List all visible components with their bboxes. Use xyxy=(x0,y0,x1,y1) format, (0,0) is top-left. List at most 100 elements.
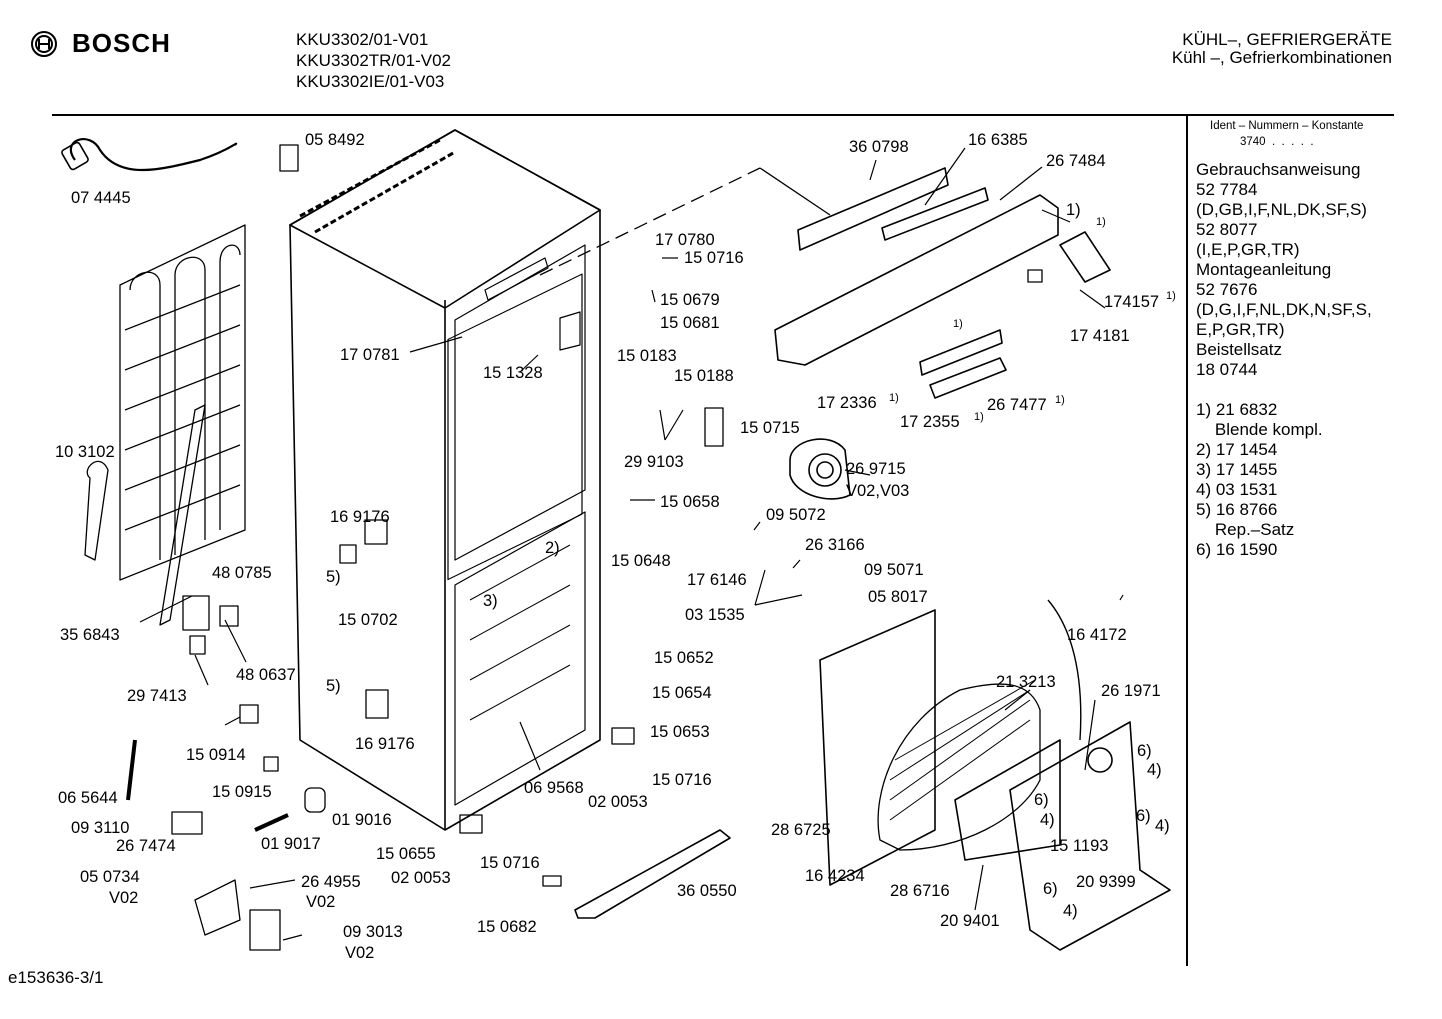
cabinet-drawing xyxy=(289,129,601,831)
side-info-line: (D,G,I,F,NL,DK,N,SF,S, xyxy=(1196,300,1372,319)
model-number-3: KKU3302IE/01-V03 xyxy=(296,72,445,91)
model-number-2: KKU3302TR/01-V02 xyxy=(296,51,451,70)
power-cord-drawing xyxy=(69,138,238,171)
part-label: 1) xyxy=(974,411,984,423)
side-info-line: Gebrauchsanweisung xyxy=(1196,160,1361,179)
part-label: 35 6843 xyxy=(60,626,120,644)
part-label: 6) xyxy=(1043,880,1058,898)
part-label: 1) xyxy=(1096,216,1106,228)
part-label: 15 1193 xyxy=(1050,837,1108,855)
part-label: 20 9401 xyxy=(940,912,1000,930)
part-label: 15 0658 xyxy=(660,493,720,511)
part-label: 16 6385 xyxy=(968,131,1028,149)
part-label: 4) xyxy=(1040,811,1055,829)
part-label: 2) xyxy=(545,539,560,557)
part-label: 1) xyxy=(953,318,963,330)
side-info-line: Beistellsatz xyxy=(1196,340,1282,359)
part-label: 36 0550 xyxy=(677,882,737,900)
part-label: 28 6716 xyxy=(890,882,950,900)
part-label: 17 2336 xyxy=(817,394,877,412)
part-label: 20 9399 xyxy=(1076,873,1136,891)
part-label: 05 8017 xyxy=(868,588,928,606)
part-label: 15 0715 xyxy=(740,419,800,437)
part-label: 48 0637 xyxy=(236,666,296,684)
part-label: 15 0914 xyxy=(186,746,246,764)
part-label: 48 0785 xyxy=(212,564,272,582)
part-label: 02 0053 xyxy=(588,793,648,811)
part-label: 3) xyxy=(483,592,498,610)
side-info-line: 52 7784 xyxy=(1196,180,1258,199)
small-parts-drawing xyxy=(84,144,1043,951)
part-label: 05 0734 xyxy=(80,868,140,886)
part-label: 15 0652 xyxy=(654,649,714,667)
part-label: 5) xyxy=(326,677,341,695)
footnote: 6) 16 1590 xyxy=(1196,540,1278,559)
part-label: 17 0781 xyxy=(340,346,400,364)
side-info-line: E,P,GR,TR) xyxy=(1196,320,1285,339)
part-label: V02 xyxy=(306,893,335,911)
part-label: 26 7474 xyxy=(116,837,176,855)
footnote: Blende kompl. xyxy=(1196,420,1323,439)
side-info-line: 18 0744 xyxy=(1196,360,1258,379)
part-label: 4) xyxy=(1147,761,1162,779)
footnote: 1) 21 6832 xyxy=(1196,400,1278,419)
part-label: 15 0915 xyxy=(212,783,272,801)
drawing-code: e153636-3/1 xyxy=(8,968,104,987)
bosch-logo-icon xyxy=(31,30,57,57)
part-label: 09 3110 xyxy=(71,819,129,837)
part-label: 03 1535 xyxy=(685,606,745,624)
part-label: 06 9568 xyxy=(524,779,584,797)
part-label: 15 0653 xyxy=(650,723,710,741)
part-label: 15 0654 xyxy=(652,684,712,702)
part-label: 02 0053 xyxy=(391,869,451,887)
control-panel-drawing xyxy=(539,167,1111,399)
part-label: 21 3213 xyxy=(996,673,1056,691)
part-label: 17 6146 xyxy=(687,571,747,589)
part-label: 01 9016 xyxy=(332,811,392,829)
part-label: 28 6725 xyxy=(771,821,831,839)
part-label: 09 5072 xyxy=(766,506,826,524)
part-label: 29 7413 xyxy=(127,687,187,705)
part-label: 26 9715 xyxy=(846,460,906,478)
part-label: 16 4172 xyxy=(1067,626,1127,644)
part-label: 15 0716 xyxy=(684,249,744,267)
condenser-coil-drawing xyxy=(119,224,246,626)
part-label: 4) xyxy=(1155,817,1170,835)
part-label: 15 0681 xyxy=(660,314,720,332)
leader-lines xyxy=(139,147,1124,941)
part-label: 6) xyxy=(1136,807,1151,825)
part-label: 09 5071 xyxy=(864,561,924,579)
part-label: 174157 xyxy=(1104,293,1159,311)
footnote: 2) 17 1454 xyxy=(1196,440,1278,459)
part-label: V02,V03 xyxy=(846,482,909,500)
footnote: 5) 16 8766 xyxy=(1196,500,1278,519)
side-info-line: Montageanleitung xyxy=(1196,260,1332,279)
category-subtitle: Kühl –, Gefrierkombinationen xyxy=(1171,48,1392,67)
part-label: 1) xyxy=(1055,394,1065,406)
part-labels: 05 8492 07 4445 36 0798 16 6385 26 7484 … xyxy=(55,131,1176,962)
side-info-line: 52 8077 xyxy=(1196,220,1258,239)
part-label: 6) xyxy=(1137,742,1152,760)
part-label: 26 7477 xyxy=(987,396,1047,414)
footnote: 4) 03 1531 xyxy=(1196,480,1278,499)
side-info-line: (I,E,P,GR,TR) xyxy=(1196,240,1300,259)
footnote: 3) 17 1455 xyxy=(1196,460,1278,479)
part-label: V02 xyxy=(109,889,138,907)
fan-drawing xyxy=(789,438,851,500)
evaporator-assembly-drawing xyxy=(819,599,1171,951)
part-label: 29 9103 xyxy=(624,453,684,471)
model-number-1: KKU3302/01-V01 xyxy=(296,30,429,49)
part-label: V02 xyxy=(345,944,374,962)
part-label: 26 7484 xyxy=(1046,152,1106,170)
part-label: 1) xyxy=(889,392,899,404)
part-label: 26 3166 xyxy=(805,536,865,554)
side-info-line: 52 7676 xyxy=(1196,280,1258,299)
part-label: 5) xyxy=(326,568,341,586)
part-label: 05 8492 xyxy=(305,131,365,149)
part-label: 15 0702 xyxy=(338,611,398,629)
part-label: 6) xyxy=(1034,791,1049,809)
part-label: 15 0188 xyxy=(674,367,734,385)
part-label: 15 0183 xyxy=(617,347,677,365)
side-info-line: (D,GB,I,F,NL,DK,SF,S) xyxy=(1196,200,1367,219)
